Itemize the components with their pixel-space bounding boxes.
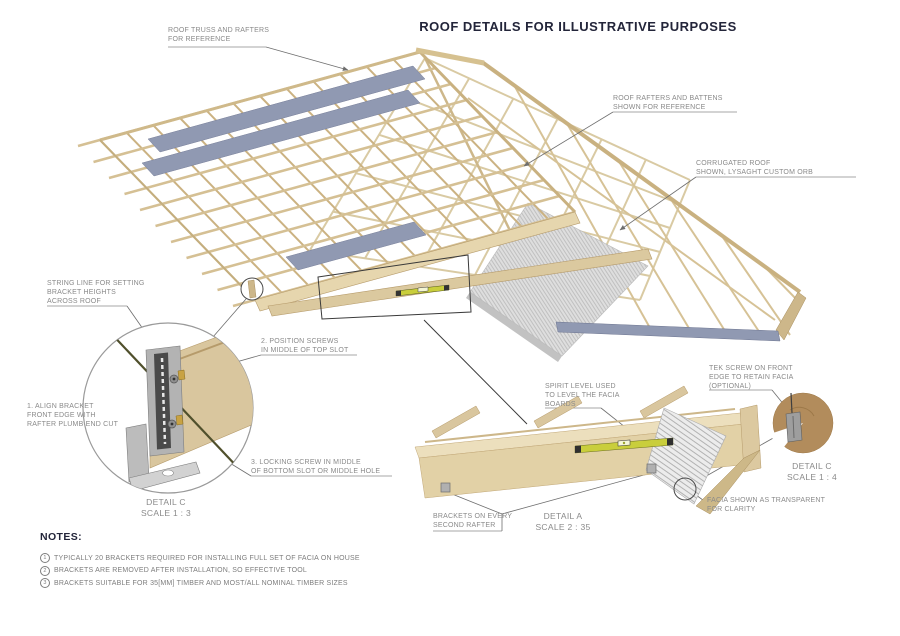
level-end-cap [667,438,673,446]
note-number-circle: 3 [40,578,50,589]
notes-header: NOTES: [40,531,83,543]
notes-list: 1 TYPICALLY 20 BRACKETS REQUIRED FOR INST… [40,553,360,591]
callout-align-bracket: 1. ALIGN BRACKET FRONT EDGE WITH RAFTER … [27,403,119,429]
facia-marker-circle [673,477,697,501]
note-item: 2 BRACKETS ARE REMOVED AFTER INSTALLATION… [40,565,360,576]
detail-a-label: DETAIL A SCALE 2 : 35 [535,511,591,533]
fascia-bracket [440,482,451,493]
rear-grid-line [419,98,515,268]
rafter-end-marker [240,277,264,301]
detail-c-right-label: DETAIL C SCALE 1 : 4 [786,461,838,483]
level-window [417,286,429,293]
tek-screw-shaft [790,392,793,414]
top-plate [424,408,736,443]
detail-a-source-frame [317,254,472,320]
callout-rafters-battens: ROOF RAFTERS AND BATTENS SHOWN FOR REFER… [613,95,723,112]
rear-grid-line [364,77,471,259]
rafter-line [669,197,761,334]
back-rafter [533,395,583,429]
batten-line [124,98,467,196]
batten-line [170,146,514,244]
note-text: BRACKETS ARE REMOVED AFTER INSTALLATION,… [54,567,308,575]
fascia-panel [141,89,421,177]
back-rafter [431,405,481,439]
plate-seam [792,415,795,439]
batten-line [201,178,545,276]
screw-nut [175,414,184,426]
locking-screw-center [170,422,174,426]
callout-roof-truss: ROOF TRUSS AND RAFTERS FOR REFERENCE [168,27,270,44]
bracket-slots [160,357,167,445]
top-screw-center [172,377,176,381]
left-roof-panels [141,65,427,271]
corrugated-sheet-edge [466,292,562,362]
fascia-panel [285,221,427,271]
detail-c-left-label: DETAIL C SCALE 1 : 3 [140,497,192,519]
bracket-foot-vertical [125,423,150,483]
detail-c-right-view [770,392,834,454]
note-item: 1 TYPICALLY 20 BRACKETS REQUIRED FOR INST… [40,553,360,563]
note-text: BRACKETS SUITABLE FOR 35[MM] TIMBER AND … [54,579,348,587]
diagonal-board [695,449,761,515]
callout-corrugated-roof: CORRUGATED ROOF SHOWN, LYSAGHT CUSTOM OR… [696,160,814,177]
hip-beam [480,60,802,294]
level-bubble [622,441,626,445]
transparent-facia [645,407,727,505]
fascia-panel [147,65,426,153]
fascia-panel-right [555,321,781,342]
ridge-cap [415,47,485,66]
batten-line [139,114,483,212]
level-end-cap [396,290,401,296]
front-hip-beam [418,50,577,214]
note-text: TYPICALLY 20 BRACKETS REQUIRED FOR INSTA… [54,554,360,562]
callout-facia-transparent: FACIA SHOWN AS TRANSPARENT FOR CLARITY [707,497,826,514]
callout-spirit-level: SPIRIT LEVEL USED TO LEVEL THE FACIA BOA… [545,383,620,409]
level-end-cap [575,445,581,453]
note-number-circle: 1 [40,553,50,563]
rafter-line [721,235,791,336]
bottom-plate-beam [267,248,653,317]
note-number-circle: 2 [40,565,50,576]
top-edge-beam [99,50,421,142]
callout-string-line: STRING LINE FOR SETTING BRACKET HEIGHTS … [47,280,145,306]
batten-line [155,130,498,228]
rafter-line [565,121,691,331]
bottom-fascia-beam [254,211,581,312]
screw-nut [177,369,186,381]
detail-rectangle [317,254,472,320]
detail-a-view [414,385,762,515]
callout-brackets-every: BRACKETS ON EVERY SECOND RAFTER [433,513,513,530]
eave-edge [99,139,256,301]
back-rafter [639,385,689,419]
eave-tail-board [775,291,807,341]
fascia-bracket [646,463,657,474]
rear-grid-line [474,118,559,276]
foot-hole [162,469,174,477]
rafter-stub [247,279,257,299]
batten-line [467,97,776,321]
note-item: 3 BRACKETS SUITABLE FOR 35[MM] TIMBER AND… [40,578,360,589]
page-title: ROOF DETAILS FOR ILLUSTRATIVE PURPOSES [419,19,737,34]
label-underlines [47,46,856,532]
detail-a-leader [423,319,528,425]
callout-tek-screw: TEK SCREW ON FRONT EDGE TO RETAIN FACIA … [709,365,794,391]
batten-line [186,162,529,260]
roof-edges [99,47,577,301]
callout-locking-screw: 3. LOCKING SCREW IN MIDDLE OF BOTTOM SLO… [251,459,381,476]
level-end-cap [444,285,449,291]
callout-position-screws: 2. POSITION SCREWS IN MIDDLE OF TOP SLOT [261,338,349,355]
